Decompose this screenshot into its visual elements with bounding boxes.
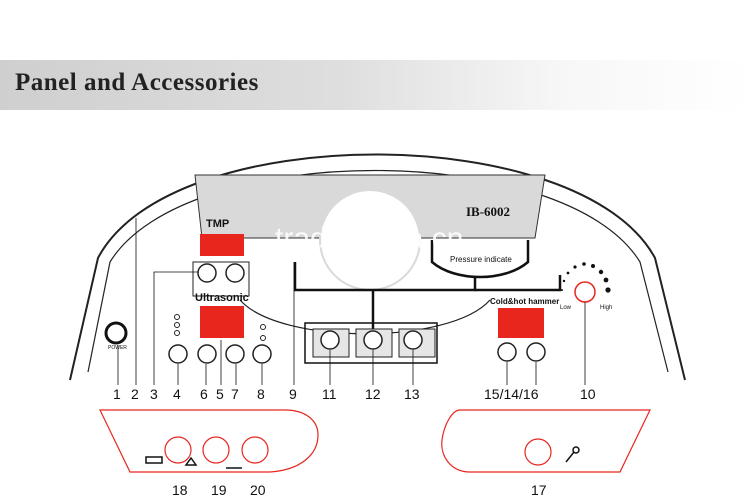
callout-15-14-16: 15/14/16 (484, 386, 539, 402)
ultrasonic-label: Ultrasonic (195, 292, 249, 304)
callout-8: 8 (257, 386, 265, 402)
power-label: POWER (108, 345, 127, 351)
header-band (0, 60, 750, 110)
callout-11: 11 (322, 386, 337, 402)
temperature-display (200, 234, 244, 256)
callout-5: 5 (216, 386, 224, 402)
callout-18: 18 (172, 482, 188, 498)
model-label: IB-6002 (466, 204, 511, 219)
page-title: Panel and Accessories (15, 69, 259, 96)
callout-12: 12 (365, 386, 381, 402)
callout-7: 7 (231, 386, 239, 402)
callout-6: 6 (200, 386, 208, 402)
knob-low-label: Low (560, 305, 572, 311)
intensity-knob (574, 281, 596, 303)
callout-2: 2 (131, 386, 139, 402)
callout-20: 20 (250, 482, 266, 498)
callout-1: 1 (113, 386, 121, 402)
callout-4: 4 (173, 386, 181, 402)
callout-9: 9 (289, 386, 297, 402)
callout-13: 13 (404, 386, 420, 402)
hammer-label: Cold&hot hammer (490, 297, 560, 306)
tmp-label: TMP (206, 218, 230, 230)
callout-3: 3 (150, 386, 158, 402)
ultrasonic-display (200, 306, 244, 338)
callout-10: 10 (580, 386, 596, 402)
knob-high-label: High (600, 305, 613, 311)
power-button (104, 321, 128, 345)
pressure-label: Pressure indicate (450, 255, 512, 264)
callout-19: 19 (211, 482, 227, 498)
hammer-display (498, 308, 544, 338)
callout-17: 17 (531, 482, 547, 498)
watermark: trade.china.cn (275, 222, 464, 255)
